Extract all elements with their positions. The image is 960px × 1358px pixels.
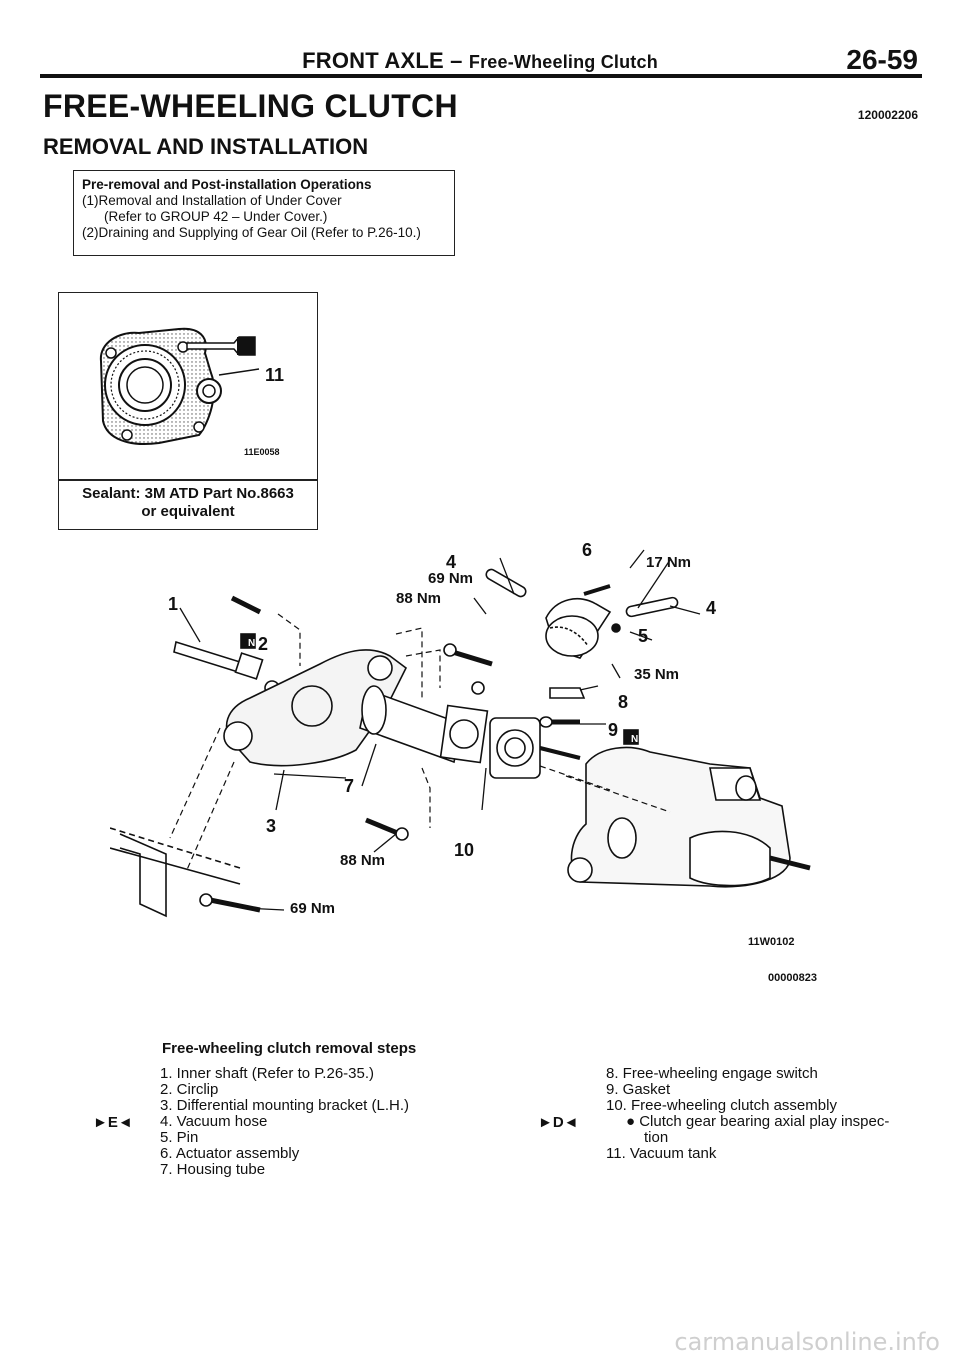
callout-7: 7 [344,776,355,796]
torque-35: 35 Nm [634,666,680,683]
footer-watermark: carmanualsonline.info [674,1328,940,1356]
pre-operations-line1: (1)Removal and Installation of Under Cov… [82,193,342,208]
section-title: FREE-WHEELING CLUTCH [43,88,458,124]
removal-steps-title: Free-wheeling clutch removal steps [162,1040,417,1057]
pre-operations-line2: (Refer to GROUP 42 – Under Cover.) [104,209,328,224]
new-part-mark-2: N [248,638,255,649]
torque-88-top: 88 Nm [396,590,442,607]
vacuum-tank-illustration [99,327,260,445]
step-11: 11. Vacuum tank [606,1145,717,1162]
header-title: FRONT AXLE [302,48,444,73]
inset-callout-11: 11 [265,365,285,385]
figure-code: 11W0102 [748,936,795,948]
vacuum-tank-inset: 11 11E0058 Sealant: 3M ATD Part No.8663 … [58,292,318,530]
inset-divider [59,479,317,481]
callout-1: 1 [168,594,179,614]
pre-operations-box: Pre-removal and Post-installation Operat… [73,170,455,256]
step-5: 5. Pin [160,1129,199,1146]
figure-code-secondary: 00000823 [768,972,817,984]
step-9: 9. Gasket [606,1081,671,1098]
exploded-view-diagram: N N 1 2 3 4 4 5 6 7 8 9 10 69 Nm 88 Nm 1… [110,538,820,928]
inset-code: 11E0058 [244,447,280,457]
exploded-view-illustration: N N [110,549,811,918]
header-subtitle: Free-Wheeling Clutch [468,52,658,72]
sealant-line2: or equivalent [141,503,235,520]
callout-2: 2 [258,634,269,654]
step-10-sub: ● Clutch gear bearing axial play inspec- [626,1113,890,1130]
torque-88-bottom: 88 Nm [340,852,386,869]
page-header-title: FRONT AXLE – Free-Wheeling Clutch [0,48,960,74]
pre-operations-heading: Pre-removal and Post-installation Operat… [82,177,372,192]
sealant-note: Sealant: 3M ATD Part No.8663 or equivale… [59,485,317,521]
step-8: 8. Free-wheeling engage switch [606,1065,818,1082]
callout-4-right: 4 [706,598,717,618]
callout-6: 6 [582,540,593,560]
step-4: 4. Vacuum hose [160,1113,268,1130]
service-mark-e: ►E◄ [93,1114,133,1131]
torque-69-top: 69 Nm [428,570,474,587]
step-10-sub-cont: tion [644,1129,669,1146]
page-number: 26-59 [846,44,918,75]
step-1: 1. Inner shaft (Refer to P.26-35.) [160,1065,375,1082]
step-7: 7. Housing tube [160,1161,266,1178]
step-2: 2. Circlip [160,1081,219,1098]
torque-17: 17 Nm [646,554,692,571]
section-code: 120002206 [857,108,918,122]
service-mark-d: ►D◄ [538,1114,579,1131]
removal-steps-left: 1. Inner shaft (Refer to P.26-35.) 2. Ci… [160,1066,409,1178]
callout-9: 9 [608,720,619,740]
callout-8: 8 [618,692,629,712]
callout-10: 10 [454,840,475,860]
step-6: 6. Actuator assembly [160,1145,300,1162]
sealant-line1: Sealant: 3M ATD Part No.8663 [82,485,294,502]
new-part-mark-9: N [631,734,638,745]
step-10: 10. Free-wheeling clutch assembly [606,1097,837,1114]
step-3: 3. Differential mounting bracket (L.H.) [160,1097,410,1114]
header-rule [40,74,922,78]
section-subtitle: REMOVAL AND INSTALLATION [43,134,369,159]
removal-steps-right: 8. Free-wheeling engage switch 9. Gasket… [606,1066,889,1162]
header-dash: – [443,48,469,73]
callout-5: 5 [638,626,649,646]
torque-69-bottom: 69 Nm [290,900,336,917]
callout-3: 3 [266,816,277,836]
pre-operations-line3: (2)Draining and Supplying of Gear Oil (R… [82,225,421,240]
callout-4-top: 4 [446,552,457,572]
